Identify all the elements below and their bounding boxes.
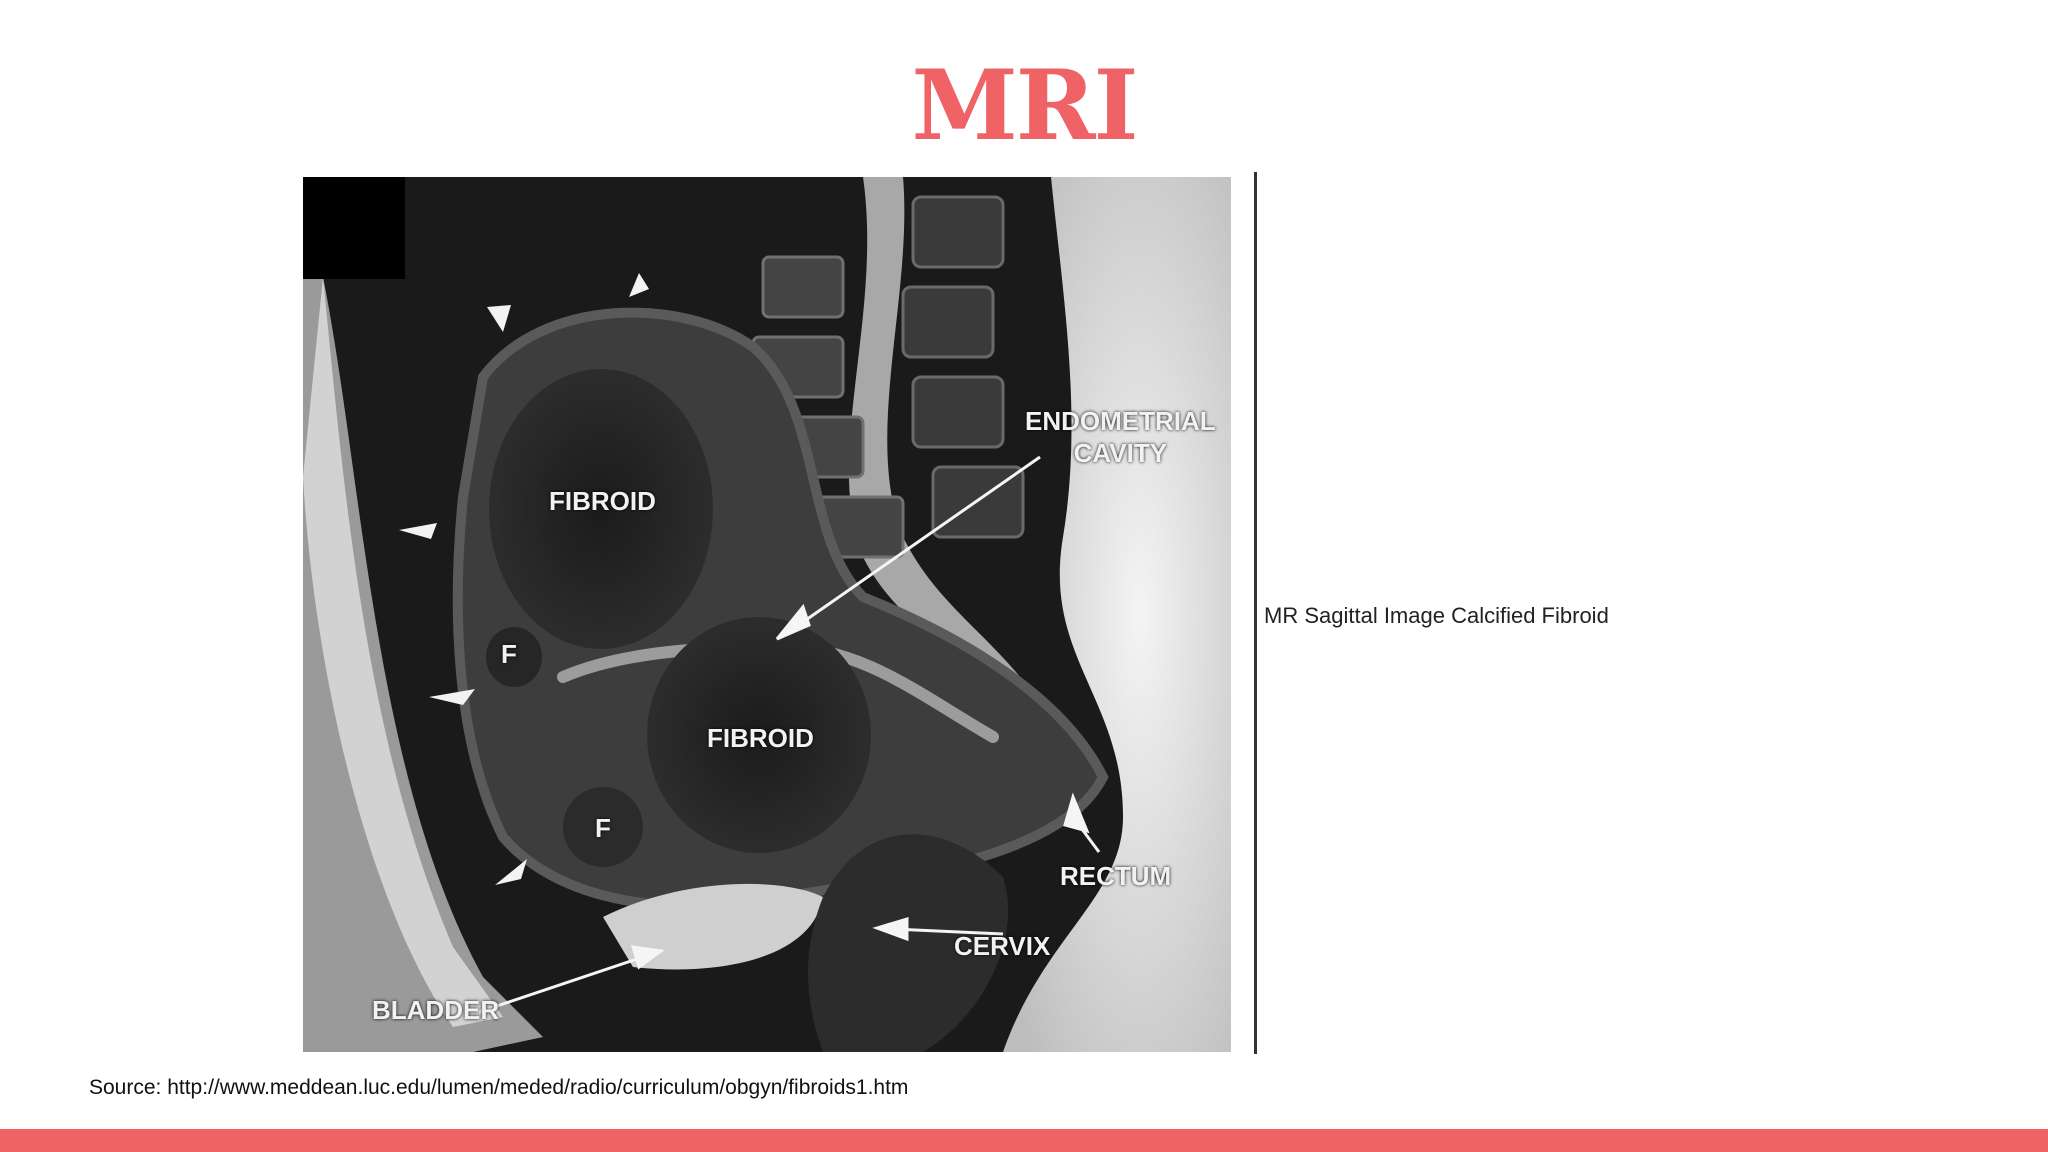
image-divider: [1254, 172, 1257, 1054]
rectum-label: RECTUM: [1060, 861, 1172, 891]
bladder-label: BLADDER: [372, 995, 500, 1025]
image-caption: MR Sagittal Image Calcified Fibroid: [1264, 603, 1609, 628]
cervix-label: CERVIX: [954, 931, 1051, 961]
endometrial-cavity-label: ENDOMETRIAL CAVITY: [1025, 406, 1216, 468]
fibroid-upper-label: FIBROID: [549, 486, 656, 516]
mri-sagittal-image: FIBROID FIBROID F F ENDOMETRIAL CAVITY R…: [303, 177, 1231, 1052]
f-lower-label: F: [595, 813, 611, 843]
f-upper-label: F: [501, 639, 517, 669]
fibroid-lower-label: FIBROID: [707, 723, 814, 753]
slide-title: MRI: [911, 49, 1139, 162]
source-citation: Source: http://www.meddean.luc.edu/lumen…: [89, 1076, 909, 1099]
footer-accent-bar: [0, 1129, 2048, 1152]
mri-scan-illustration: [303, 177, 1231, 1052]
